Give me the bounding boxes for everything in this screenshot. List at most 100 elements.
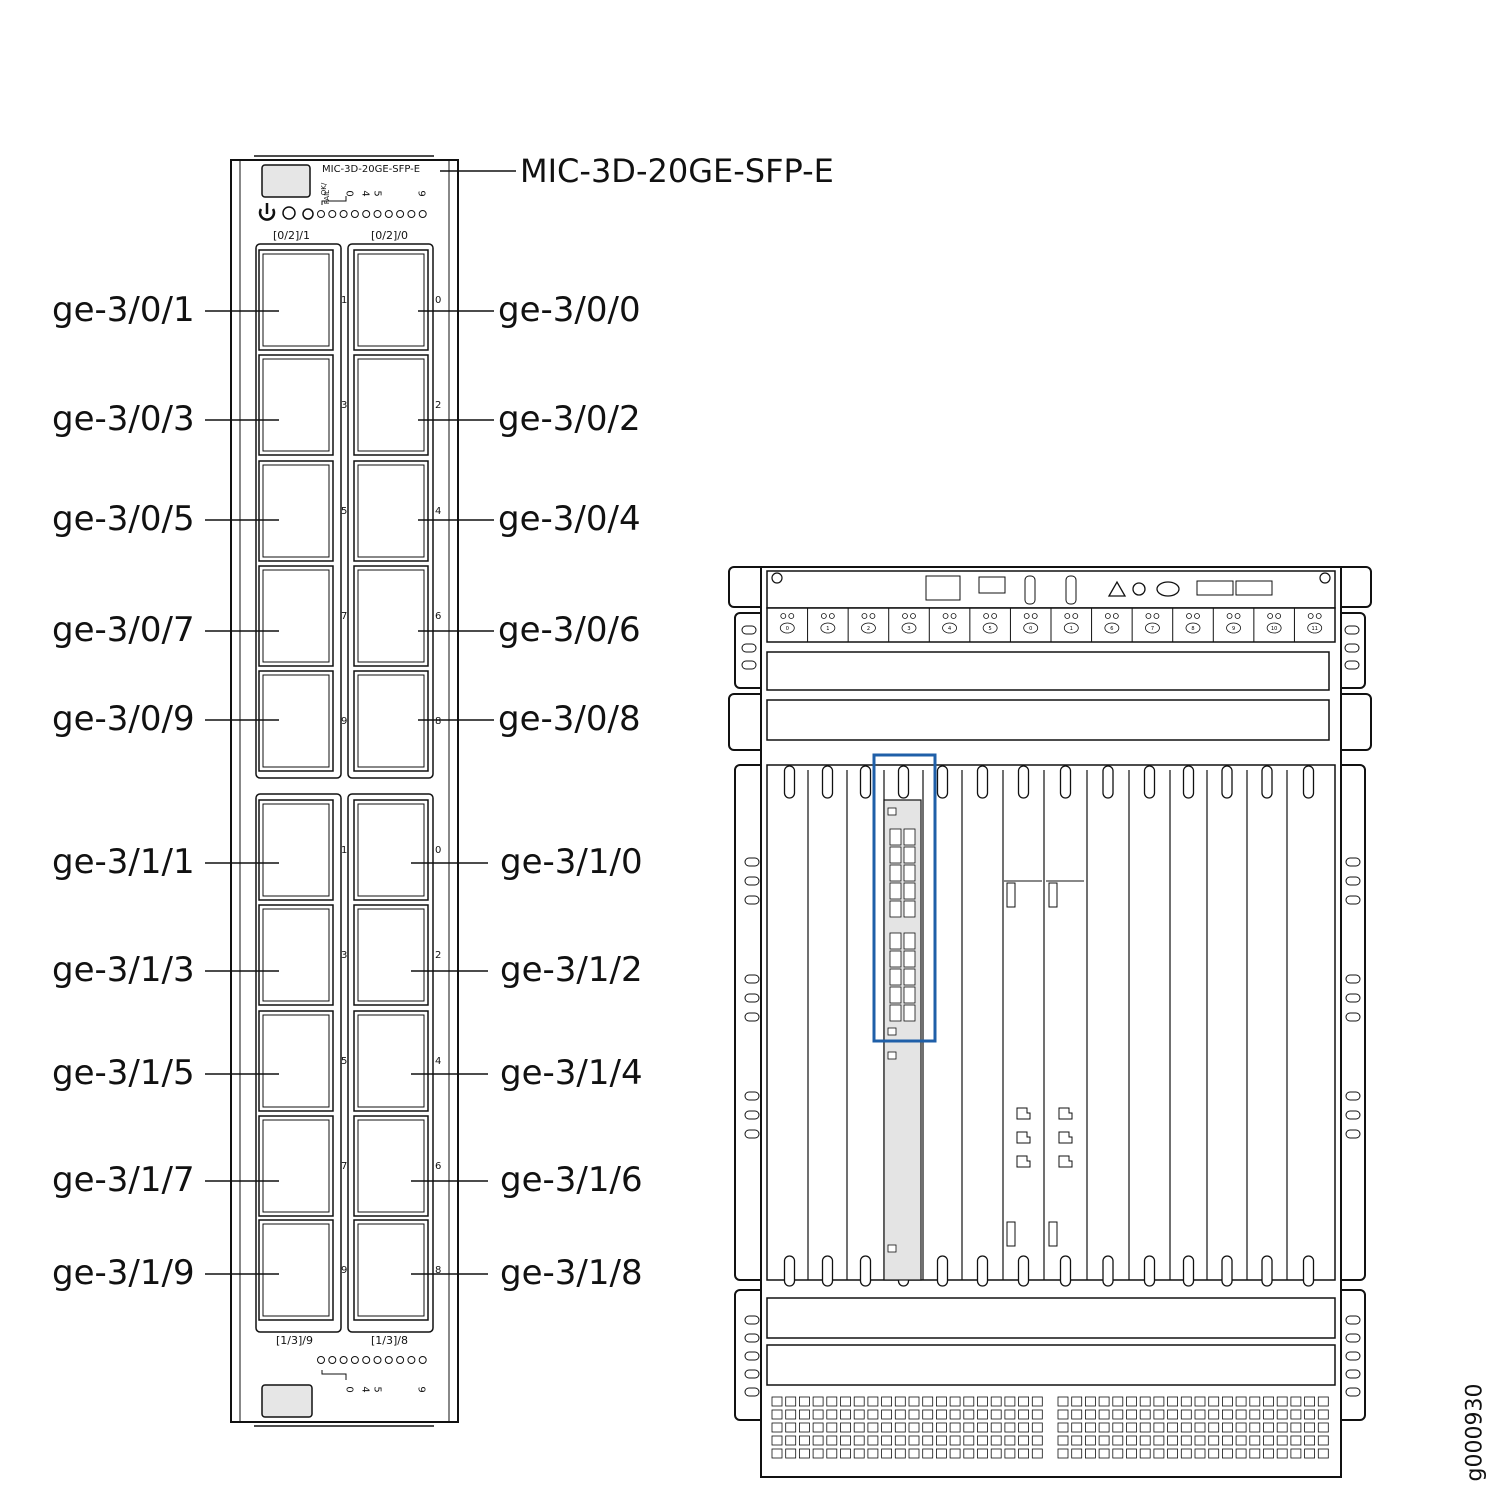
sfp-cage-ge-3-0-6 — [353, 565, 429, 667]
slot-indicator-4: 4 — [942, 613, 957, 634]
alarm-connector-1 — [1196, 580, 1234, 596]
slot-indicator-number-3: 3 — [907, 626, 910, 632]
figure-id: g000930 — [1462, 1383, 1488, 1482]
sfp-cage-ge-3-1-0 — [353, 799, 429, 901]
port-led-top-8 — [407, 210, 416, 218]
sfp-cage-ge-3-1-5 — [258, 1010, 334, 1112]
slot-indicator-0: 0 — [779, 613, 795, 634]
slot-indicator-7: 1 — [1063, 613, 1079, 634]
label-leader-lines — [205, 310, 494, 1275]
slot-ejector-top-1 — [821, 765, 834, 799]
slot-ejector-bottom-2 — [859, 1255, 872, 1287]
port-led-top-9 — [418, 210, 427, 218]
module-model-label: MIC-3D-20GE-SFP-E — [520, 152, 834, 190]
slot-ejector-bottom-8 — [1102, 1255, 1114, 1287]
slot-indicator-number-8: 6 — [1110, 626, 1113, 632]
port-label-ge-3/1/5: ge-3/1/5 — [52, 1053, 195, 1093]
air-intake-grid — [771, 1396, 1329, 1459]
card-cage — [766, 764, 1336, 1281]
slot-label-bottom-right: [1/3]/8 — [371, 1334, 408, 1347]
slot-ejector-top-11 — [1221, 765, 1233, 799]
port-number-left-top-0: 1 — [341, 295, 348, 306]
pic0-right-frame — [347, 243, 434, 779]
port-label-ge-3/0/9: ge-3/0/9 — [52, 699, 195, 739]
craft-re1-block — [1065, 575, 1077, 605]
sfp-cage-ge-3-1-2 — [353, 904, 429, 1006]
slot-indicator-2: 2 — [861, 613, 876, 634]
upper-blank-panel-1 — [766, 651, 1330, 691]
port-number-right-top-4: 8 — [435, 716, 442, 727]
slot-ejector-top-7 — [1059, 765, 1072, 799]
upper-blank-panel-2 — [766, 699, 1330, 741]
pic1-left-frame — [255, 793, 342, 1333]
alarm-connector-2 — [1235, 580, 1273, 596]
sfp-cage-ge-3-0-3 — [258, 354, 334, 456]
bottom-port-led-row — [317, 1356, 427, 1380]
slot-ejector-bottom-6 — [1017, 1255, 1030, 1287]
slot-indicator-number-10: 8 — [1191, 626, 1194, 632]
port-led-bottom-4 — [362, 1356, 371, 1364]
slot-indicator-1: 1 — [820, 613, 836, 634]
port-label-ge-3/0/5: ge-3/0/5 — [52, 499, 195, 539]
slot-indicator-3: 3 — [901, 613, 917, 634]
slot-indicator-number-4: 4 — [948, 626, 951, 632]
slot-ejector-bottom-12 — [1261, 1255, 1273, 1287]
sfp-cage-ge-3-0-9 — [258, 670, 334, 772]
sfp-cage-ge-3-1-3 — [258, 904, 334, 1006]
ok-fail-led — [302, 208, 314, 220]
port-number-right-bottom-4: 8 — [435, 1265, 442, 1276]
port-label-ge-3/0/4: ge-3/0/4 — [498, 499, 641, 539]
slot-indicator-number-7: 1 — [1070, 626, 1073, 632]
slot-indicator-number-11: 9 — [1232, 626, 1235, 632]
port-number-left-bottom-3: 7 — [341, 1161, 348, 1172]
slot-ejector-top-0 — [783, 765, 796, 799]
port-led-bottom-3 — [350, 1356, 359, 1364]
slot-ejector-top-10 — [1182, 765, 1195, 799]
craft-led-block-2 — [978, 576, 1006, 594]
port-number-left-bottom-4: 9 — [341, 1265, 348, 1276]
port-label-ge-3/0/3: ge-3/0/3 — [52, 399, 195, 439]
slot-ejector-bottom-10 — [1182, 1255, 1195, 1287]
sfp-cage-ge-3-1-4 — [353, 1010, 429, 1112]
alarm-triangle-icon — [1107, 580, 1127, 597]
top-ejector-handle — [261, 164, 311, 198]
port-led-top-3 — [350, 210, 359, 218]
port-led-top-7 — [396, 210, 405, 218]
port-label-ge-3/1/6: ge-3/1/6 — [500, 1160, 643, 1200]
port-led-top-1 — [328, 210, 337, 218]
craft-oval-button — [1156, 581, 1180, 597]
port-led-top-5 — [373, 210, 382, 218]
slot-indicator-number-9: 7 — [1151, 626, 1154, 632]
port-number-right-top-2: 4 — [435, 506, 442, 517]
port-number-left-bottom-0: 1 — [341, 845, 348, 856]
slot-indicator-number-0: 0 — [786, 626, 789, 632]
port-number-right-bottom-1: 2 — [435, 950, 442, 961]
slot-indicator-11: 9 — [1226, 613, 1241, 634]
slot-indicator-number-12: 10 — [1271, 626, 1277, 632]
slot-ejector-top-3 — [897, 765, 910, 799]
highlight-box — [872, 753, 937, 1043]
port-led-top-4 — [362, 210, 371, 218]
port-number-right-bottom-2: 4 — [435, 1056, 442, 1067]
slot-ejector-top-12 — [1261, 765, 1273, 799]
sfp-cage-ge-3-0-8 — [353, 670, 429, 772]
slot-ejector-bottom-9 — [1143, 1255, 1156, 1287]
port-number-left-bottom-2: 5 — [341, 1056, 348, 1067]
port-number-left-top-1: 3 — [341, 400, 348, 411]
port-number-left-top-4: 9 — [341, 716, 348, 727]
port-label-ge-3/1/1: ge-3/1/1 — [52, 842, 195, 882]
slot-label-top-right: [0/2]/0 — [371, 229, 408, 242]
port-led-bottom-1 — [328, 1356, 337, 1364]
port-label-ge-3/0/6: ge-3/0/6 — [498, 610, 641, 650]
sfp-cage-ge-3-1-6 — [353, 1115, 429, 1217]
sfp-cage-ge-3-1-9 — [258, 1219, 334, 1321]
slot-indicator-10: 8 — [1185, 613, 1201, 634]
slot-indicator-6: 0 — [1023, 613, 1039, 634]
port-led-bottom-5 — [373, 1356, 382, 1364]
port-led-bottom-2 — [339, 1356, 348, 1364]
slot-ejector-top-9 — [1143, 765, 1156, 799]
port-led-top-6 — [384, 210, 393, 218]
slot-indicator-number-2: 2 — [867, 626, 870, 632]
port-label-ge-3/1/8: ge-3/1/8 — [500, 1253, 643, 1293]
